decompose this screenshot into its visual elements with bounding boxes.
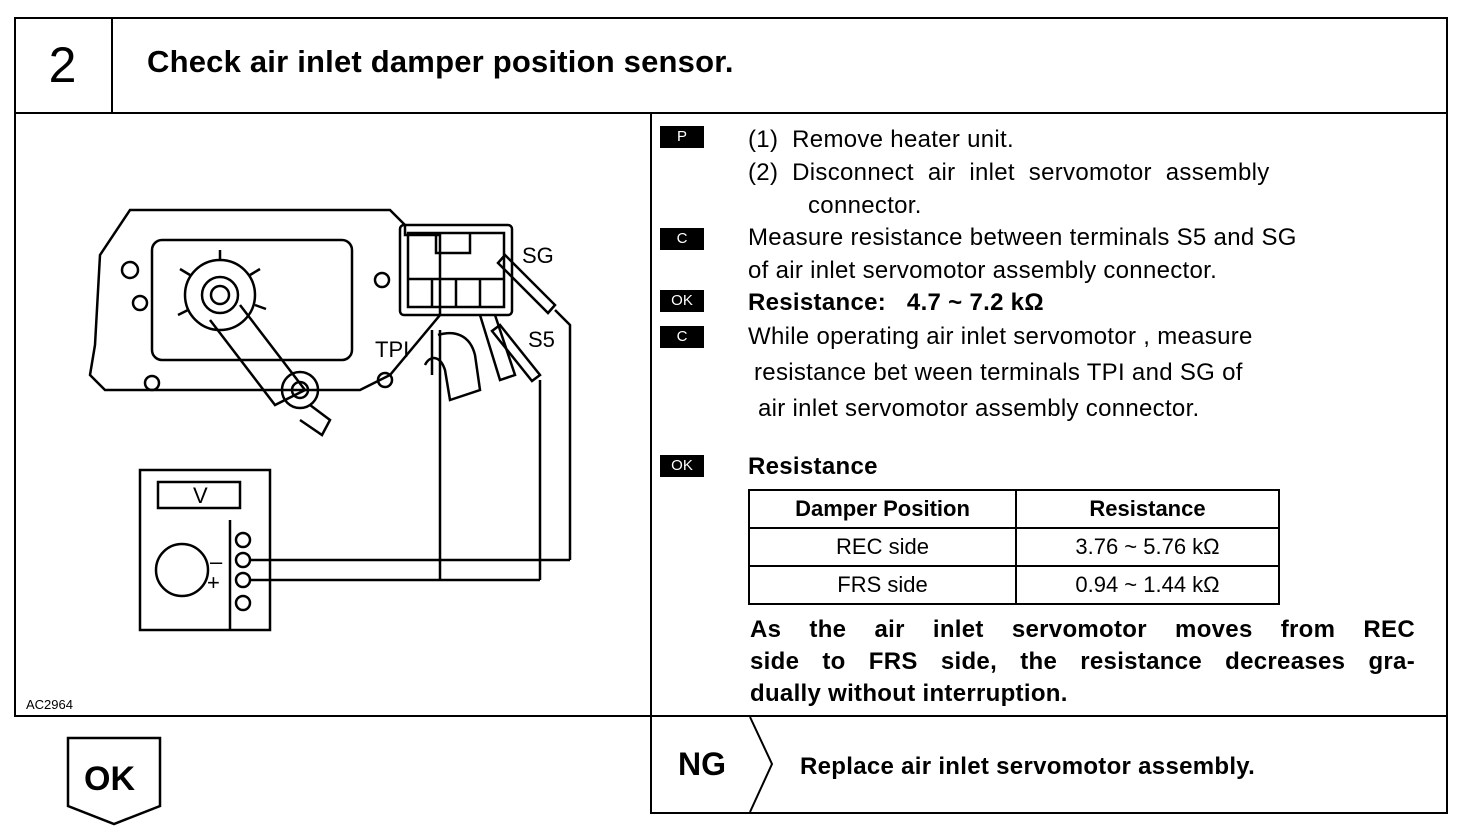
label-s5: S5 <box>528 327 555 352</box>
table-header: Resistance <box>1015 489 1280 529</box>
table-cell: 0.94 ~ 1.44 kΩ <box>1015 565 1280 605</box>
step-number: 2 <box>14 17 113 113</box>
proc-line: resistance bet ween terminals TPI and SG… <box>754 359 1243 386</box>
ok-result-marker <box>66 736 162 826</box>
table-header: Damper Position <box>748 489 1017 529</box>
label-plus: + <box>207 570 220 595</box>
table-cell: 3.76 ~ 5.76 kΩ <box>1015 527 1280 567</box>
ng-result-box <box>650 715 1448 814</box>
meter-label: V <box>193 483 208 508</box>
ok-result-label: OK <box>84 760 135 798</box>
table-caption: Resistance <box>748 453 878 480</box>
column-divider <box>650 112 652 717</box>
table-row: FRS side 0.94 ~ 1.44 kΩ <box>748 565 1280 605</box>
sensor-diagram: SG S5 TPI V – + <box>88 208 572 632</box>
table-header-row: Damper Position Resistance <box>748 489 1280 529</box>
spec-resistance: Resistance: 4.7 ~ 7.2 kΩ <box>748 289 1044 316</box>
header-divider <box>14 112 1448 114</box>
label-tpi: TPI <box>375 337 409 362</box>
badge-p: P <box>660 126 704 148</box>
label-minus: – <box>210 549 223 574</box>
proc-line: air inlet servomotor assembly connector. <box>758 395 1200 422</box>
table-row: REC side 3.76 ~ 5.76 kΩ <box>748 527 1280 567</box>
ng-arrow-divider <box>749 717 774 812</box>
table-cell: FRS side <box>748 565 1017 605</box>
note-line: dually without interruption. <box>750 680 1068 707</box>
figure-code: AC2964 <box>26 697 73 712</box>
proc-line: (2) Disconnect air inlet servomotor asse… <box>748 159 1270 186</box>
badge-c: C <box>660 326 704 348</box>
label-sg: SG <box>522 243 554 268</box>
proc-line: Measure resistance between terminals S5 … <box>748 224 1297 251</box>
note-line: As the air inlet servomotor moves from R… <box>750 616 1415 643</box>
badge-ok: OK <box>660 290 704 312</box>
proc-line: (1) Remove heater unit. <box>748 126 1014 153</box>
proc-line: While operating air inlet servomotor , m… <box>748 323 1253 350</box>
badge-ok: OK <box>660 455 704 477</box>
ng-result-label: NG <box>678 746 726 782</box>
resistance-table: Damper Position Resistance REC side 3.76… <box>748 489 1280 605</box>
proc-line: connector. <box>808 192 922 219</box>
badge-c: C <box>660 228 704 250</box>
step-title: Check air inlet damper position sensor. <box>147 44 734 79</box>
note-line: side to FRS side, the resistance decreas… <box>750 648 1415 675</box>
ng-action-text: Replace air inlet servomotor assembly. <box>800 753 1256 780</box>
proc-line: of air inlet servomotor assembly connect… <box>748 257 1218 284</box>
table-cell: REC side <box>748 527 1017 567</box>
